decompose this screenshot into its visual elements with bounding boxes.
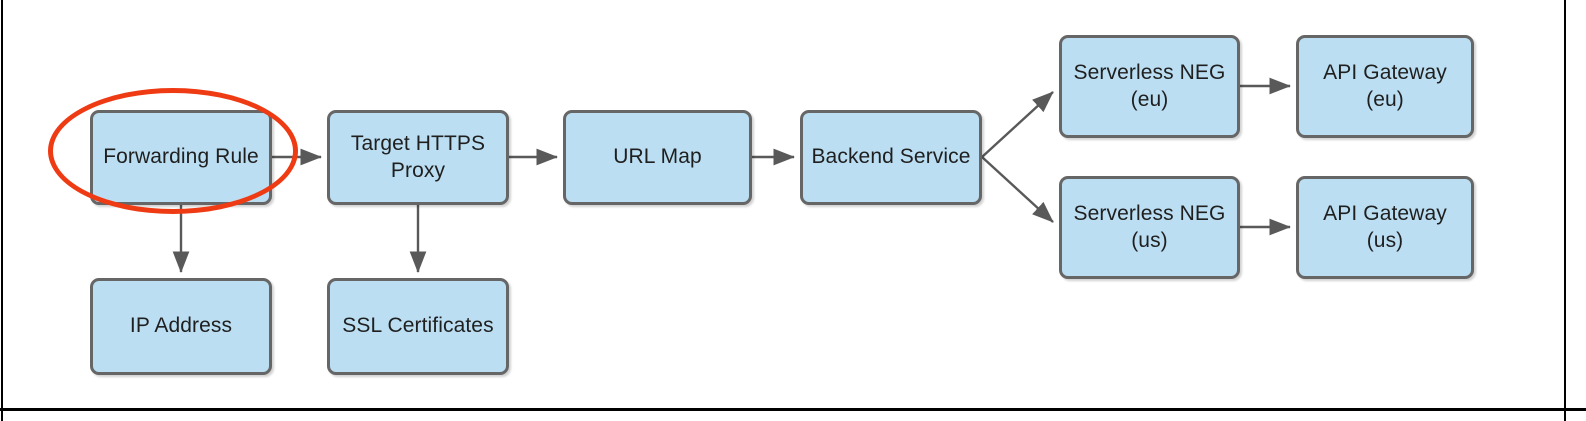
node-ip-address[interactable]: IP Address xyxy=(90,278,272,375)
node-url-map[interactable]: URL Map xyxy=(563,110,752,205)
edge-backend-to-neg-us xyxy=(981,156,1054,223)
page-frame-bottom-border xyxy=(0,408,1586,411)
page-frame-right-border xyxy=(1564,0,1566,421)
node-serverless-neg-us[interactable]: Serverless NEG (us) xyxy=(1059,176,1240,279)
node-forwarding-rule[interactable]: Forwarding Rule xyxy=(90,110,272,205)
node-api-gateway-eu[interactable]: API Gateway (eu) xyxy=(1296,35,1474,138)
edge-backend-to-neg-eu xyxy=(981,91,1054,158)
node-api-gateway-us[interactable]: API Gateway (us) xyxy=(1296,176,1474,279)
page-frame-left-border xyxy=(1,0,3,421)
node-target-https-proxy[interactable]: Target HTTPS Proxy xyxy=(327,110,509,205)
node-serverless-neg-eu[interactable]: Serverless NEG (eu) xyxy=(1059,35,1240,138)
node-backend-service[interactable]: Backend Service xyxy=(800,110,982,205)
node-ssl-certificates[interactable]: SSL Certificates xyxy=(327,278,509,375)
